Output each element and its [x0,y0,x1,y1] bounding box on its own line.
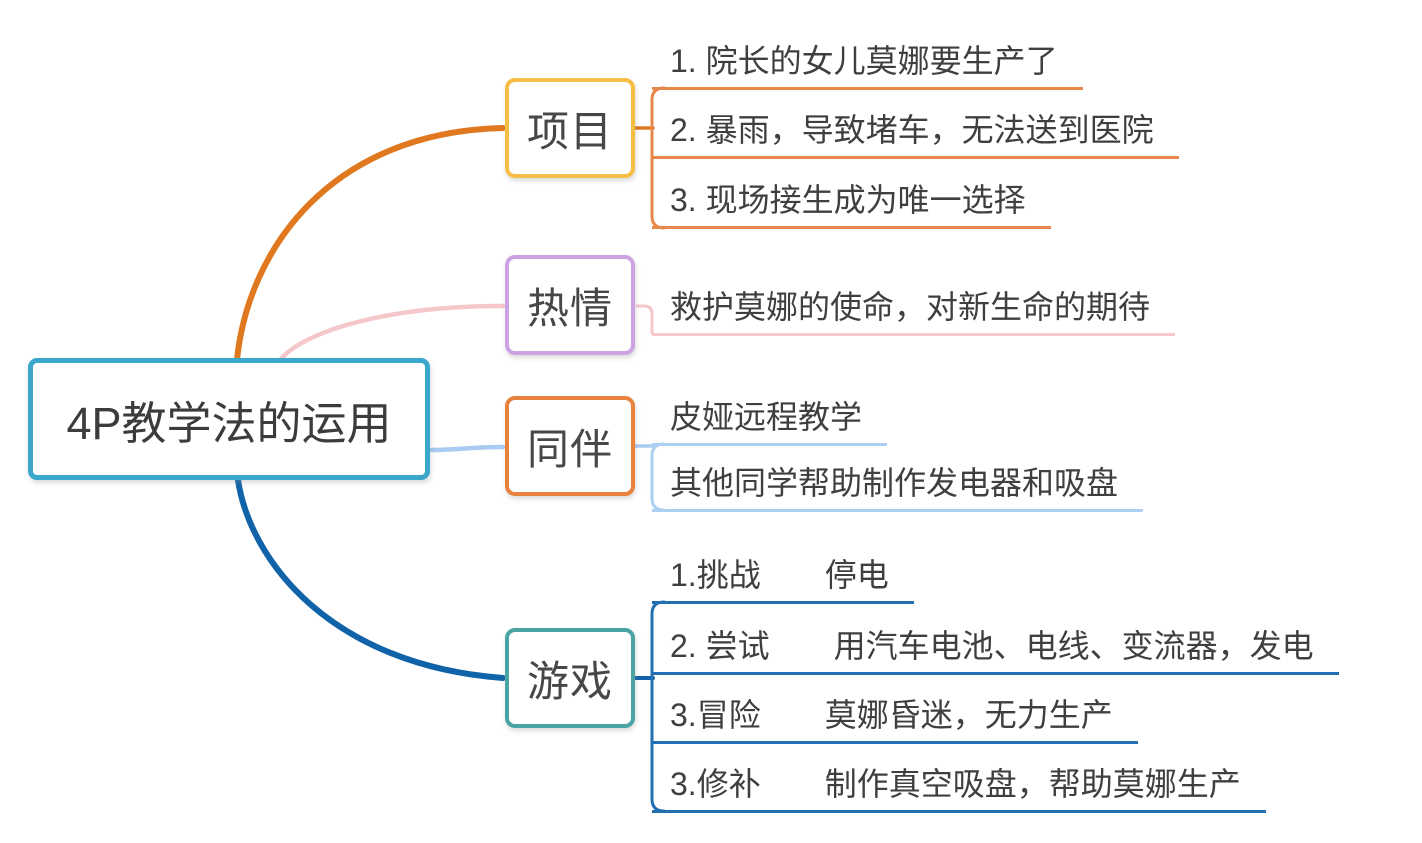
branch-topic-passion[interactable]: 热情 [505,255,635,355]
leaf-play-4[interactable]: 3.修补 制作真空吸盘，帮助莫娜生产 [652,762,1266,813]
branch-topic-play[interactable]: 游戏 [505,628,635,728]
branch-topic-project-label: 项目 [526,107,613,155]
leaf-peers-1[interactable]: 皮娅远程教学 [652,395,888,446]
leaf-play-3[interactable]: 3.冒险 莫娜昏迷，无力生产 [652,693,1138,744]
leaf-play-2[interactable]: 2. 尝试 用汽车电池、电线、变流器，发电 [652,624,1339,675]
branch-topic-peers-label: 同伴 [526,425,613,473]
elbow-passion-leaf [635,304,654,335]
leaf-passion-1[interactable]: 救护莫娜的使命，对新生命的期待 [652,285,1176,336]
leaf-project-2[interactable]: 2. 暴雨，导致堵车，无法送到医院 [652,108,1179,159]
curve-root-play [235,477,506,681]
curve-root-passion [277,303,506,363]
curve-root-project [234,125,506,363]
leaf-peers-2[interactable]: 其他同学帮助制作发电器和吸盘 [652,461,1144,512]
root-topic[interactable]: 4P教学法的运用 [28,358,430,480]
branch-topic-passion-label: 热情 [526,284,613,332]
leaf-play-1[interactable]: 1.挑战 停电 [652,553,914,604]
branch-topic-project[interactable]: 项目 [505,78,635,178]
branch-topic-play-label: 游戏 [526,657,613,705]
leaf-project-3[interactable]: 3. 现场接生成为唯一选择 [652,178,1051,229]
curve-root-peers [426,444,506,453]
branch-topic-peers[interactable]: 同伴 [505,396,635,496]
root-topic-label: 4P教学法的运用 [66,397,392,449]
leaf-project-1[interactable]: 1. 院长的女儿莫娜要生产了 [652,39,1083,90]
